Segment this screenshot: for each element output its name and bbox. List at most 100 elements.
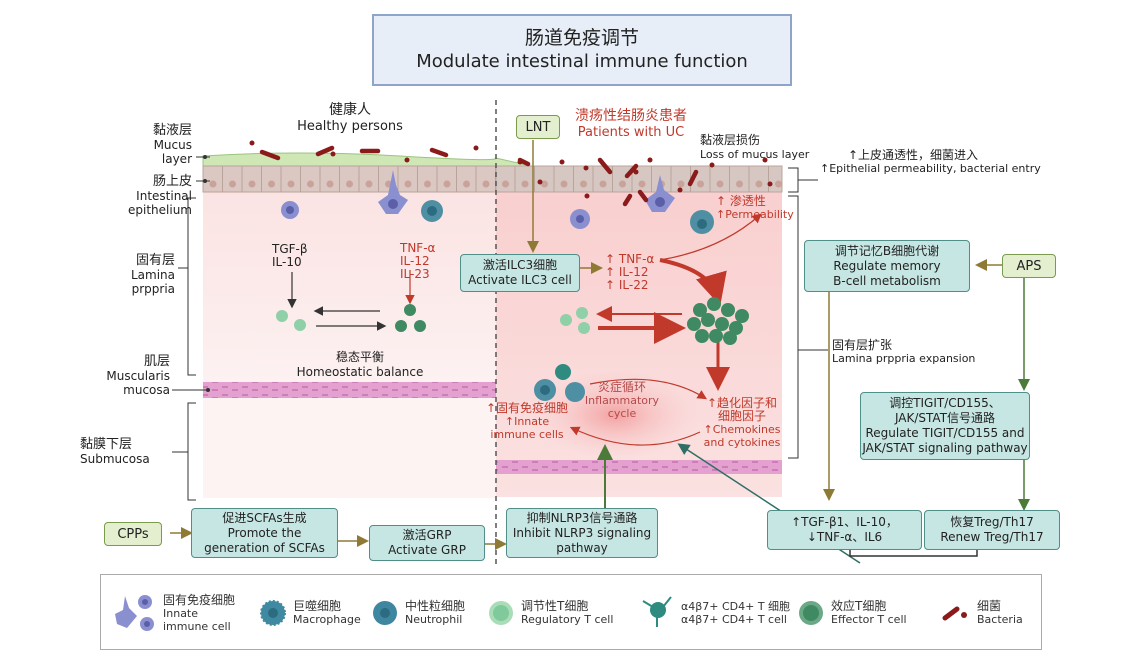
effector-t-cell-icon bbox=[395, 304, 426, 332]
effector-t-cell-icon bbox=[715, 317, 729, 331]
bacteria-icon bbox=[624, 163, 639, 179]
epithelial-cell-nucleus bbox=[229, 180, 236, 188]
bacteria-icon bbox=[429, 147, 449, 158]
epithelium-uc bbox=[495, 165, 783, 193]
bacteria-icon bbox=[637, 189, 649, 203]
bacteria-icon bbox=[315, 145, 335, 157]
lamina-propria-healthy bbox=[203, 192, 496, 382]
epithelial-permeability-note: ↑上皮通透性，细菌进入 ↑Epithelial permeability, ba… bbox=[820, 148, 1041, 175]
regulatory-t-cell-icon bbox=[489, 601, 513, 625]
bacteria-dot bbox=[647, 157, 653, 163]
innate-immune-cell-icon bbox=[645, 175, 675, 212]
homeostatic-balance-label: 稳态平衡 Homeostatic balance bbox=[296, 350, 424, 379]
effector-t-cell-icon bbox=[693, 303, 707, 317]
epithelial-cell-nucleus bbox=[560, 180, 568, 188]
innate-immune-cell-icon bbox=[570, 209, 590, 229]
epithelial-cell-nucleus bbox=[775, 180, 782, 188]
bacteria-dot bbox=[559, 159, 565, 165]
a4b7-cd4-t-cell-icon bbox=[555, 364, 571, 380]
effector-t-cell-icon bbox=[709, 329, 723, 343]
bacteria-dot bbox=[404, 157, 410, 163]
effector-t-cell-icon bbox=[687, 317, 701, 331]
bacteria-dot bbox=[633, 169, 639, 175]
epithelial-cell-nucleus bbox=[287, 180, 295, 188]
epithelial-cell-nucleus bbox=[580, 180, 587, 188]
epithelial-cell-nucleus bbox=[716, 180, 724, 188]
epithelial-cell-nucleus bbox=[521, 180, 529, 188]
bacteria-dot bbox=[767, 181, 773, 187]
title-en: Modulate intestinal immune function bbox=[416, 51, 748, 72]
healthy-heading: 健康人 Healthy persons bbox=[297, 102, 403, 134]
effector-t-cell-icon bbox=[735, 309, 749, 323]
a4b7-cd4-t-cell-icon bbox=[642, 596, 672, 627]
permeability-label: ↑ 渗透性↑Permeability bbox=[716, 194, 794, 222]
epithelial-cell-nucleus bbox=[268, 180, 275, 188]
neutrophil-icon bbox=[421, 200, 443, 222]
bacteria-dot bbox=[517, 159, 523, 165]
bacteria-dot bbox=[537, 179, 543, 185]
neutrophil-icon bbox=[565, 382, 585, 402]
muscularis-uc bbox=[496, 460, 782, 474]
bacteria-dot bbox=[473, 145, 479, 151]
effector-t-cell-cluster bbox=[687, 297, 749, 345]
effector-t-cell-icon bbox=[701, 313, 715, 327]
bacteria-icon bbox=[259, 149, 281, 161]
bacteria-dot bbox=[249, 140, 255, 146]
macrophage-icon bbox=[260, 600, 286, 626]
innate-immune-cell-icon bbox=[281, 201, 299, 219]
bacteria-dot bbox=[762, 157, 768, 163]
bacteria-dot bbox=[677, 187, 683, 193]
bacteria-dot bbox=[709, 162, 715, 168]
epithelial-cell-nucleus bbox=[404, 180, 412, 188]
effector-t-cell-icon bbox=[695, 329, 709, 343]
neutrophil-icon bbox=[373, 601, 397, 625]
bacteria-dot bbox=[330, 151, 336, 157]
bacteria-icon bbox=[622, 193, 633, 207]
epithelial-cell-nucleus bbox=[463, 180, 470, 188]
bacteria-dot bbox=[583, 165, 589, 171]
epithelial-cell-nucleus bbox=[619, 180, 626, 188]
epithelial-cell-nucleus bbox=[424, 180, 431, 188]
bacteria-icon bbox=[687, 169, 699, 187]
epithelial-cell-nucleus bbox=[482, 180, 490, 188]
effector-t-cell-icon bbox=[707, 297, 721, 311]
innate-immune-cell-icon bbox=[115, 595, 154, 631]
uc-cytokines: ↑ TNF-α↑ IL-12↑ IL-22 bbox=[605, 252, 655, 292]
cpps-box: CPPs bbox=[104, 522, 162, 546]
epithelial-cell-nucleus bbox=[346, 180, 353, 188]
regulatory-t-cell-icon bbox=[560, 307, 590, 334]
epithelial-cell-nucleus bbox=[677, 180, 685, 188]
regulatory-t-cell-icon bbox=[276, 310, 306, 331]
epithelial-cell-nucleus bbox=[443, 180, 451, 188]
epithelial-cell-nucleus bbox=[209, 180, 217, 188]
bacteria-dot bbox=[584, 193, 590, 199]
epithelial-cell-nucleus bbox=[365, 180, 373, 188]
title-box: 肠道免疫调节 Modulate intestinal immune functi… bbox=[372, 14, 792, 86]
mucus-loss-label: 黏液层损伤 Loss of mucus layer bbox=[700, 133, 810, 161]
title-cn: 肠道免疫调节 bbox=[524, 27, 639, 49]
neutrophil-icon bbox=[690, 210, 714, 234]
epithelial-cell-nucleus bbox=[736, 180, 743, 188]
epithelial-cell-nucleus bbox=[326, 180, 334, 188]
bacteria-icon bbox=[942, 606, 967, 621]
submucosa-healthy bbox=[203, 398, 496, 498]
macrophage-icon bbox=[534, 379, 556, 401]
